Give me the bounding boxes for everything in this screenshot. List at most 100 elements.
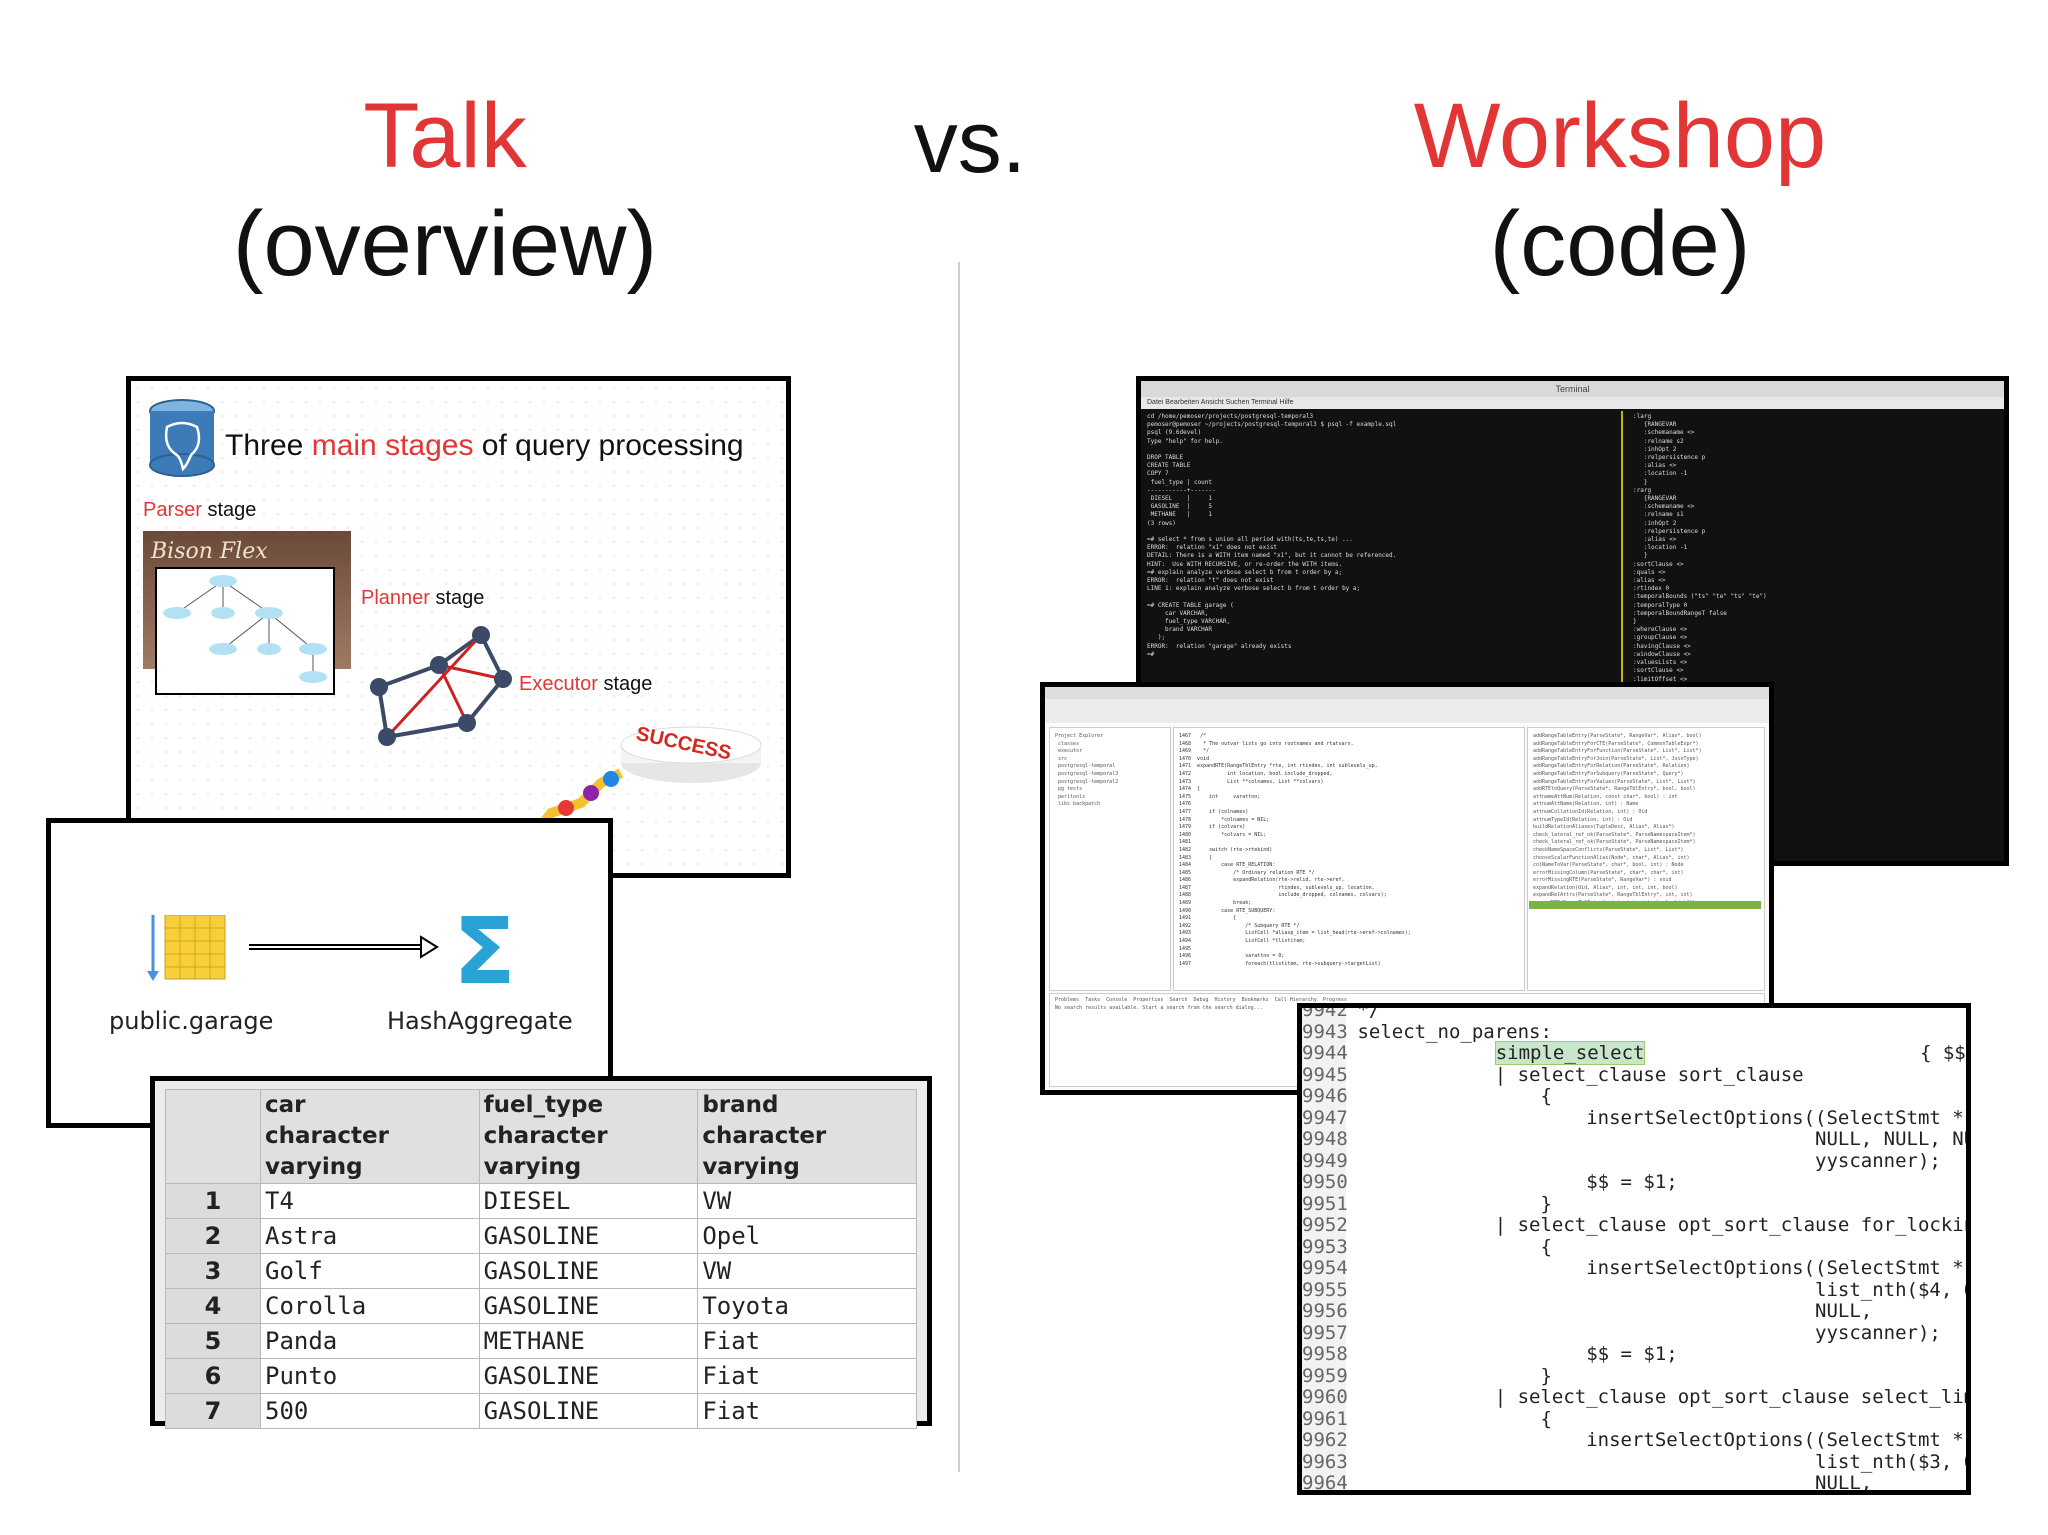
code-text: { (1357, 1085, 1552, 1107)
code-text: yyscanner); (1357, 1321, 1941, 1344)
line-number: 9947 (1302, 1106, 1348, 1129)
code-text: | select_clause opt_sort_clause select_l… (1494, 1386, 1966, 1408)
terminal-split-divider (1621, 411, 1623, 861)
project-tree: Project Explorer classes executor src po… (1055, 733, 1119, 808)
code-line: 9954 insertSelectOptions((SelectStmt *) … (1302, 1257, 1966, 1280)
fuel-cell: DIESEL (478, 1183, 699, 1219)
code-text: insertSelectOptions((SelectStmt *) $1, $… (1586, 1106, 1966, 1129)
fuel-cell: GASOLINE (478, 1393, 699, 1429)
code-line: 9944 simple_select { $$ = $1; } (1302, 1041, 1966, 1065)
fuel-cell: GASOLINE (478, 1358, 699, 1394)
terminal-output-right: :larg {RANGEVAR :schemaname <> :relname … (1633, 413, 1767, 740)
line-number: 9960 (1302, 1386, 1348, 1409)
code-text: $$ = $1; (1357, 1343, 1678, 1365)
code-line: 9955 list_nth($4, 0), list (1302, 1278, 1966, 1301)
row-number: 4 (165, 1288, 261, 1324)
ide-outline (1527, 727, 1765, 991)
row-number: 5 (165, 1323, 261, 1359)
code-text: list_nth($4, 0), list (1815, 1278, 1966, 1301)
line-number: 9953 (1302, 1235, 1348, 1258)
outline-list: addRangeTableEntry(ParseState*, RangeVar… (1533, 733, 1702, 906)
code-text: insertSelectOptions((SelectStmt *) $1, $… (1586, 1257, 1966, 1279)
ide-titlebar (1045, 687, 1769, 699)
line-number: 9964 (1302, 1472, 1348, 1494)
scan-node-label: public.garage (109, 1007, 274, 1035)
row-number: 7 (165, 1393, 261, 1429)
workshop-subheading: (code) (1489, 193, 1751, 295)
code-line: 9956 NULL, (1302, 1300, 1872, 1323)
center-divider (958, 262, 960, 1472)
code-text: list_nth($3, 0), list (1815, 1450, 1966, 1473)
ide-toolbar (1045, 699, 1769, 723)
code-line: 9953 { (1302, 1235, 1552, 1258)
code-line: 9958 $$ = $1; (1302, 1343, 1678, 1366)
line-number: 9949 (1302, 1149, 1348, 1172)
code-text: | select_clause opt_sort_clause for_lock… (1494, 1214, 1966, 1236)
fuel-cell: GASOLINE (478, 1288, 699, 1324)
postgres-elephant-icon (149, 399, 215, 477)
vs-heading: vs. (913, 92, 1027, 191)
talk-heading: Talk (363, 85, 527, 187)
line-number: 9950 (1302, 1171, 1348, 1194)
ide-bottom-panel-text: Problems Tasks Console Properties Search… (1055, 997, 1347, 1011)
code-line: 9959 } (1302, 1364, 1552, 1387)
brand-cell: VW (697, 1183, 917, 1219)
code-line: 9947 insertSelectOptions((SelectStmt *) … (1302, 1106, 1966, 1129)
line-number: 9944 (1302, 1042, 1348, 1065)
parse-tree-box (155, 567, 335, 695)
code-line: 9951 } (1302, 1193, 1552, 1215)
code-line: 9949 yyscanner); (1302, 1149, 1941, 1172)
planner-stage-label: Planner stage (361, 587, 485, 609)
highlighted-token: simple_select (1494, 1041, 1646, 1065)
row-number: 2 (165, 1218, 261, 1254)
car-cell: Corolla (260, 1288, 480, 1324)
car-cell: Punto (260, 1358, 480, 1394)
code-line: 9961 { (1302, 1407, 1552, 1430)
terminal-menu: Datei Bearbeiten Ansicht Suchen Terminal… (1141, 397, 2004, 409)
code-text: NULL, (1357, 1472, 1873, 1494)
plan-arrow (249, 935, 439, 959)
workshop-heading: Workshop (1413, 85, 1827, 187)
executor-success-illustration: SUCCESS (517, 723, 762, 856)
line-number: 9954 (1302, 1257, 1348, 1280)
fuel-cell: GASOLINE (478, 1253, 699, 1289)
line-number: 9961 (1302, 1407, 1348, 1430)
code-text: | select_clause sort_clause (1357, 1063, 1804, 1086)
car-cell: Astra (260, 1218, 480, 1254)
parser-stage-label: Parser stage (143, 499, 257, 521)
brand-cell: Fiat (697, 1358, 917, 1394)
bison-flex-logo: Bison Flex (151, 539, 268, 564)
rownum-header (165, 1089, 261, 1184)
parse-tree-diagram (163, 575, 327, 683)
code-line: 9962 insertSelectOptions((SelectStmt *) … (1302, 1429, 1966, 1452)
terminal-output-left: cd /home/pemoser/projects/postgresql-tem… (1147, 413, 1397, 658)
grammar-code-panel: 9942 */9943 select_no_parens:9944 simple… (1297, 1003, 1971, 1495)
code-line: 9964 NULL, (1302, 1472, 1873, 1494)
row-number: 3 (165, 1253, 261, 1289)
code-line: 9950 $$ = $1; (1302, 1171, 1678, 1194)
sigma-aggregate-icon: Σ (453, 909, 516, 989)
line-number: 9946 (1302, 1085, 1348, 1108)
car-cell: Golf (260, 1253, 480, 1289)
line-number: 9952 (1302, 1214, 1348, 1237)
code-line: 9942 */ (1302, 1008, 1380, 1022)
code-text: select_no_parens: (1357, 1020, 1552, 1043)
code-text: { (1357, 1407, 1552, 1430)
code-text: simple_select { $$ = $1; } (1494, 1041, 1966, 1065)
line-number: 9963 (1302, 1450, 1348, 1473)
code-line: 9943 select_no_parens: (1302, 1020, 1552, 1043)
line-number: 9959 (1302, 1364, 1348, 1387)
brand-cell: Opel (697, 1218, 917, 1254)
editor-code: 1467 /* 1468 * The outvar lists go into … (1179, 733, 1411, 967)
